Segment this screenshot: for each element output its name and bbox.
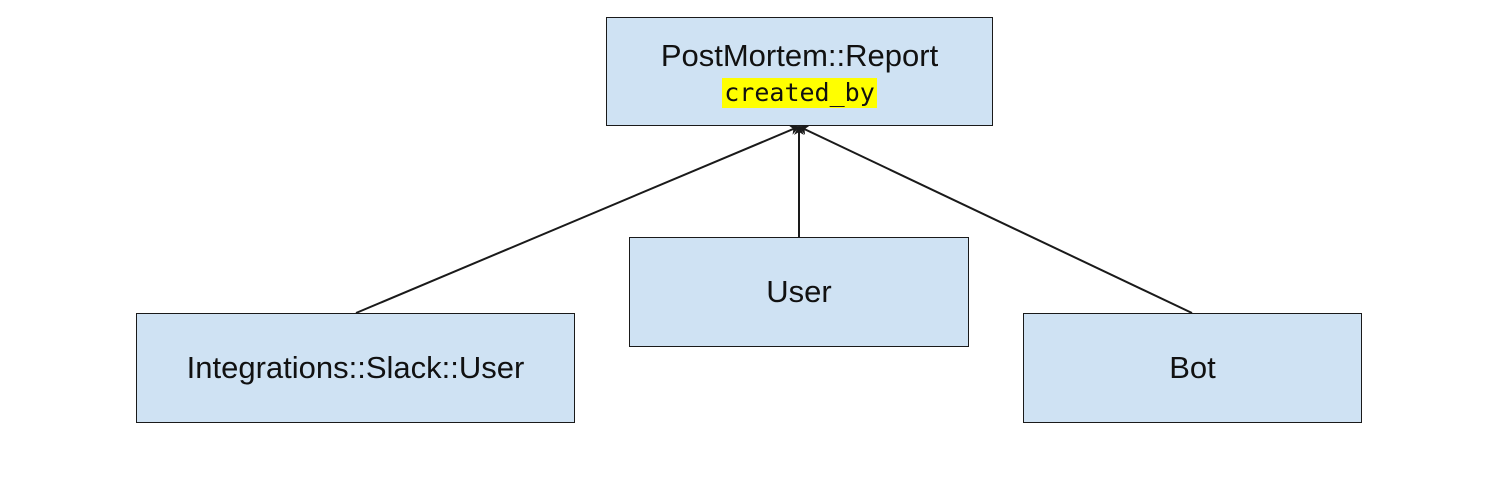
user-node: User bbox=[629, 237, 969, 347]
bot-node-label: Bot bbox=[1169, 350, 1216, 386]
slack-user-node-label: Integrations::Slack::User bbox=[186, 350, 525, 386]
arrow-bot-to-report bbox=[798, 125, 1193, 314]
arrow-slack-to-report bbox=[355, 125, 800, 314]
report-node-title: PostMortem::Report bbox=[660, 38, 939, 74]
created-by-field-highlight: created_by bbox=[722, 77, 877, 108]
bot-node: Bot bbox=[1023, 313, 1362, 423]
slack-user-node: Integrations::Slack::User bbox=[136, 313, 575, 423]
report-node: PostMortem::Report created_by bbox=[606, 17, 993, 126]
user-node-label: User bbox=[766, 274, 832, 310]
